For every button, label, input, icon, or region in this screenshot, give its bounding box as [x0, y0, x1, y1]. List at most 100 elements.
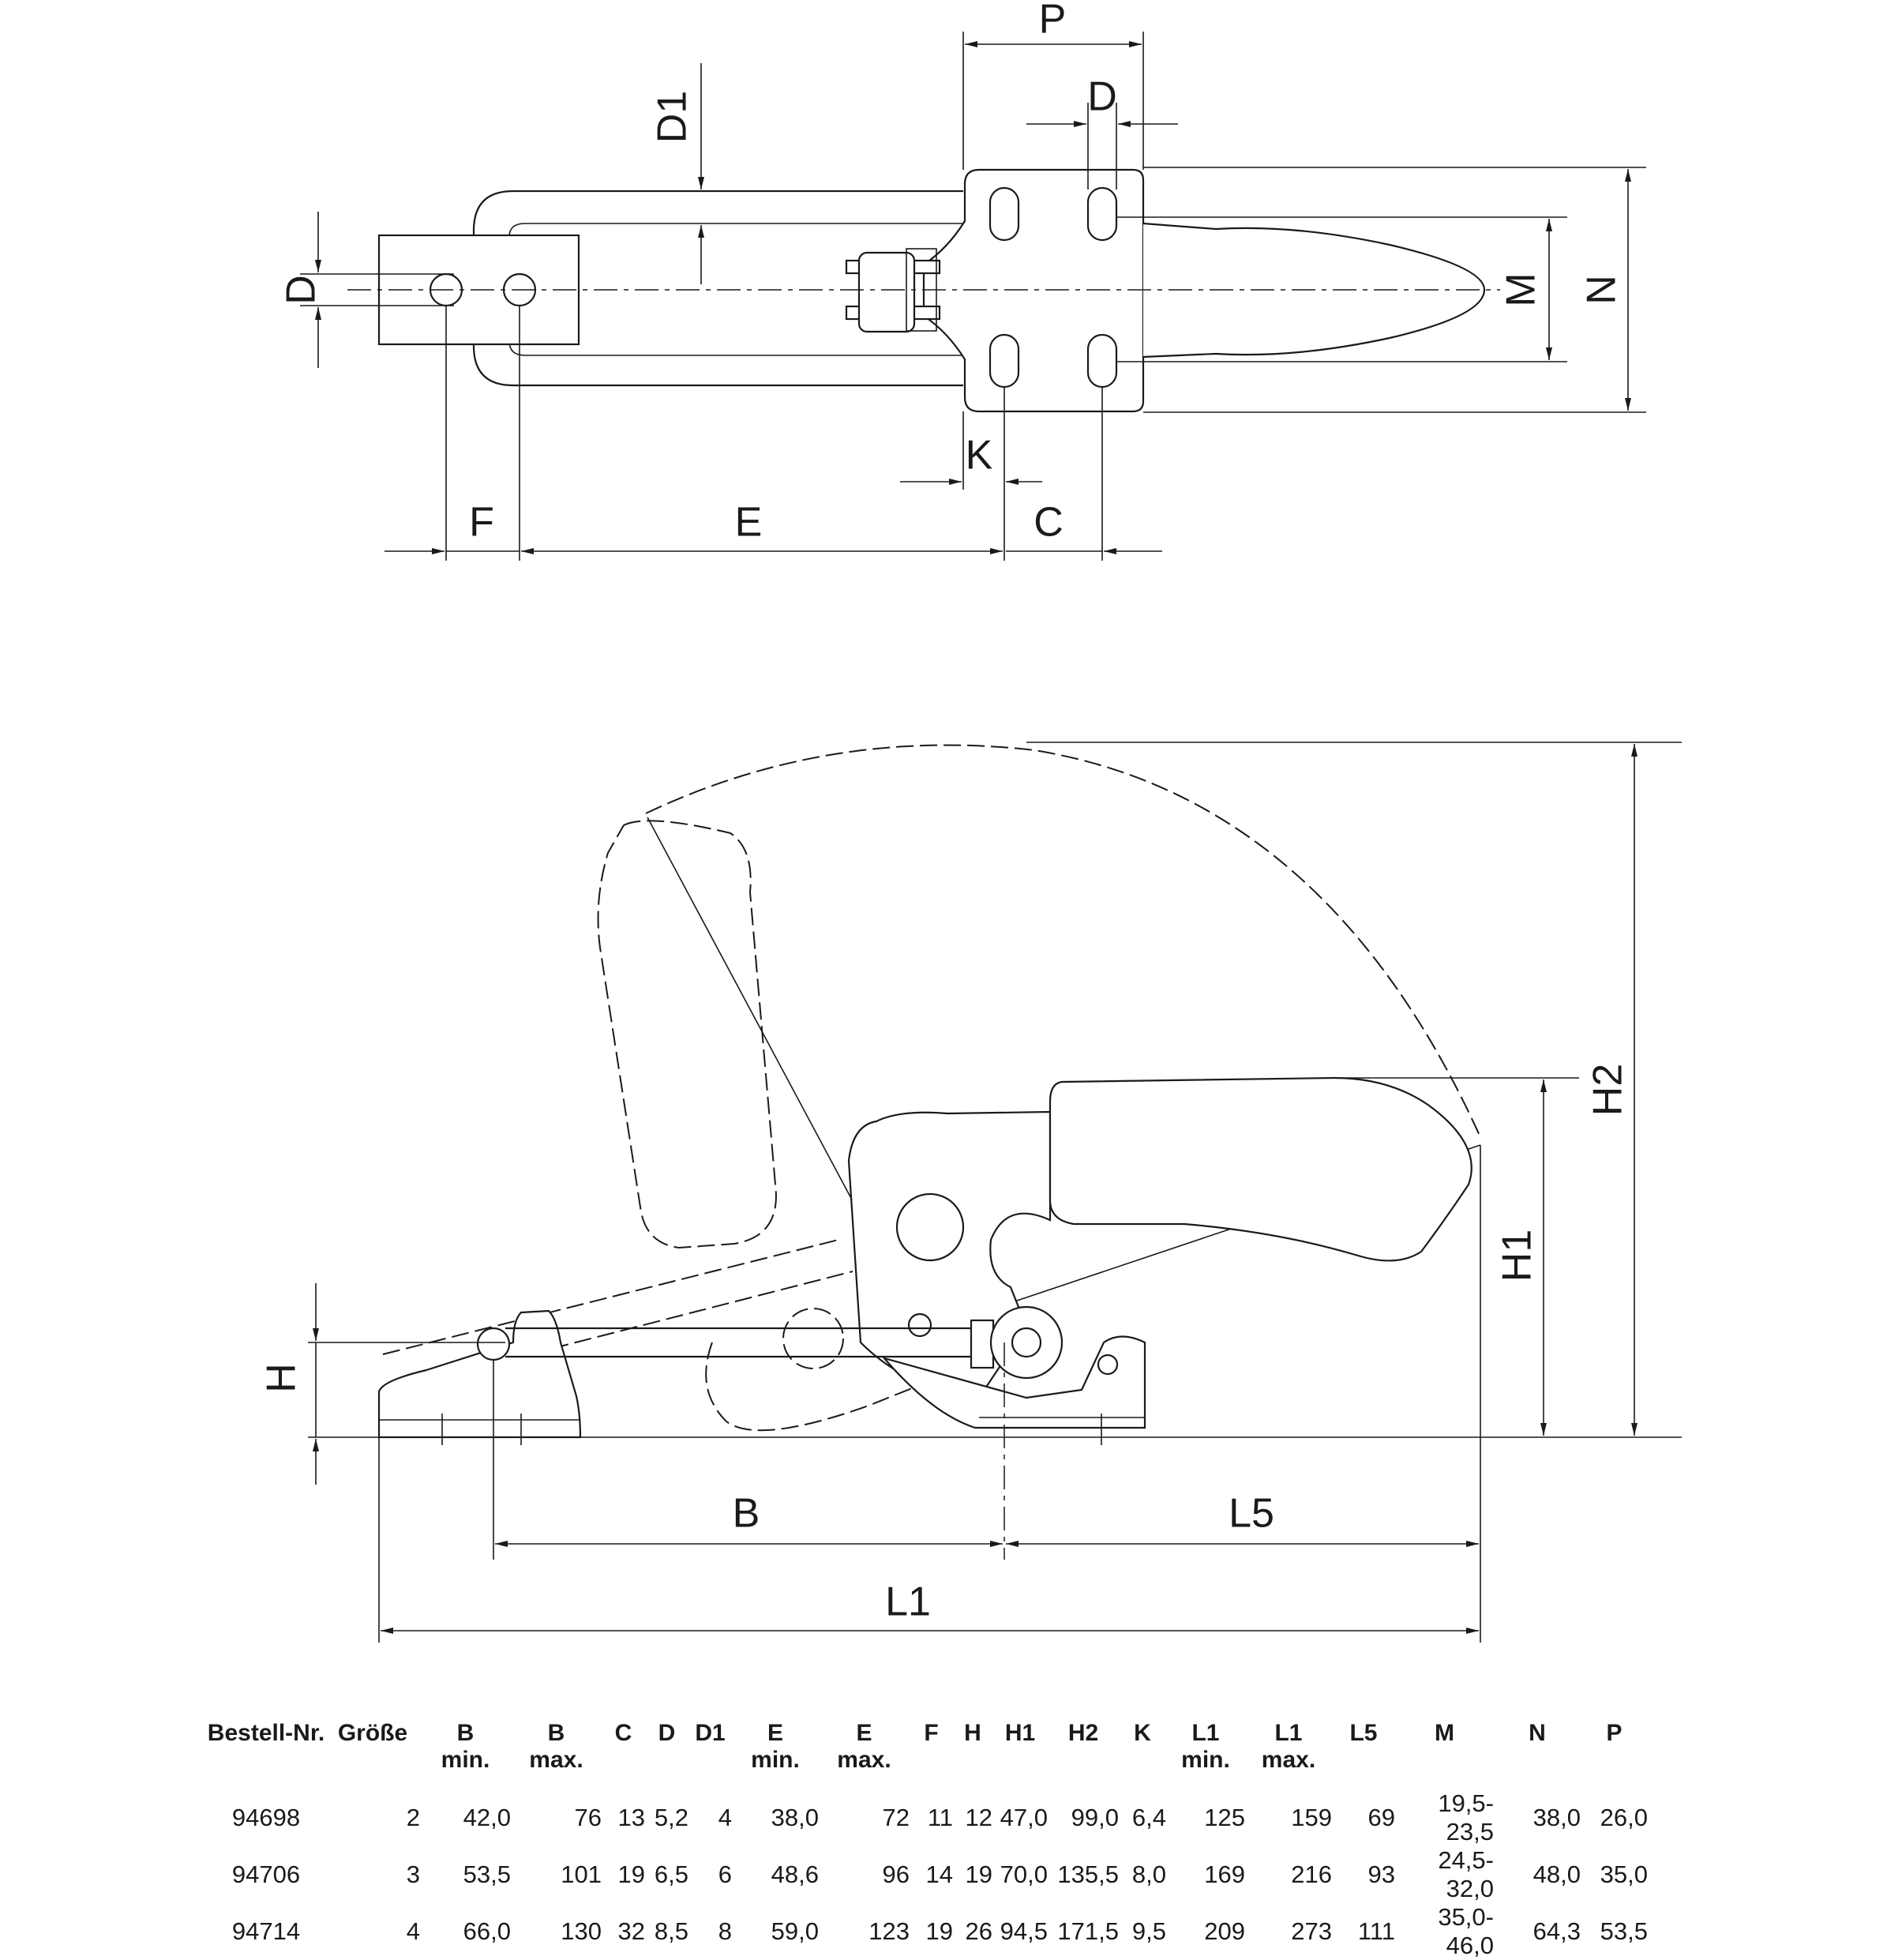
- table-header-cell: D1: [688, 1720, 732, 1789]
- table-cell: 70,0: [1000, 1860, 1048, 1888]
- header-main-label: E: [767, 1720, 783, 1746]
- header-main-label: N: [1529, 1720, 1546, 1746]
- table-cell: 14: [925, 1860, 953, 1888]
- table-cell: 3: [406, 1860, 420, 1888]
- closed-handle: [1049, 1076, 1472, 1262]
- table-cell: 216: [1291, 1860, 1332, 1888]
- table-cell: 159: [1291, 1804, 1332, 1831]
- header-sub-label: max.: [529, 1747, 583, 1773]
- table-cell: 19: [925, 1917, 953, 1945]
- table-cell: 35,0: [1600, 1860, 1648, 1888]
- open-handle: [597, 820, 777, 1249]
- header-main-label: H2: [1067, 1720, 1099, 1746]
- header-main-label: F: [924, 1720, 939, 1746]
- table-cell: 26,0: [1600, 1804, 1648, 1831]
- header-main-label: B: [456, 1720, 475, 1746]
- table-cell: 101: [561, 1860, 602, 1888]
- table-header-cell: M: [1395, 1720, 1494, 1789]
- table-cell: 32: [617, 1917, 645, 1945]
- label-p: P: [1039, 0, 1067, 43]
- table-cell: 8,0: [1131, 1860, 1166, 1888]
- label-h: H: [259, 1363, 305, 1393]
- label-h2: H2: [1585, 1064, 1631, 1116]
- table-cell: 64,3: [1532, 1917, 1581, 1945]
- table-cell: 99,0: [1071, 1804, 1119, 1831]
- table-header-cell: F: [910, 1720, 953, 1789]
- table-cell: 209: [1204, 1917, 1245, 1945]
- label-e: E: [735, 500, 763, 546]
- table-cell: 42,0: [463, 1804, 511, 1831]
- table-header-cell: C: [602, 1720, 645, 1789]
- header-sub-label: min.: [751, 1747, 800, 1773]
- table-header-cell: H2: [1048, 1720, 1119, 1789]
- table-cell: 273: [1291, 1917, 1332, 1945]
- header-main-label: E: [856, 1720, 872, 1746]
- table-cell: 169: [1204, 1860, 1245, 1888]
- table-cell: 6,5: [654, 1860, 688, 1888]
- table-cell: 26: [965, 1917, 992, 1945]
- header-main-label: P: [1606, 1720, 1623, 1746]
- open-lever: [705, 1342, 944, 1432]
- header-main-label: D: [658, 1720, 676, 1746]
- label-n: N: [1579, 275, 1625, 305]
- label-l1: L1: [885, 1579, 931, 1625]
- table-cell: 13: [617, 1804, 645, 1831]
- top-view: D D1 P D M N K: [279, 0, 1646, 561]
- header-main-label: K: [1134, 1720, 1151, 1746]
- base-plate-side: [881, 1335, 1146, 1429]
- header-sub-label: max.: [1261, 1747, 1316, 1773]
- table-header-cell: K: [1119, 1720, 1166, 1789]
- table-cell: 8: [718, 1917, 732, 1945]
- table-header-cell: H: [953, 1720, 992, 1789]
- swing-arc: [645, 744, 1481, 1138]
- table-header-cell: D: [645, 1720, 688, 1789]
- table-cell: 94714: [231, 1917, 301, 1945]
- table-cell: 19,5-23,5: [1438, 1789, 1494, 1845]
- base-plate: [922, 168, 1145, 413]
- table-cell: 123: [868, 1917, 910, 1945]
- header-main-label: C: [614, 1720, 632, 1746]
- header-main-label: Größe: [337, 1720, 408, 1746]
- header-main-label: H: [964, 1720, 981, 1746]
- table-cell: 53,5: [1600, 1917, 1648, 1945]
- table-cell: 93: [1367, 1860, 1395, 1888]
- table-header-cell: Größe: [325, 1720, 420, 1789]
- rod-nut: [970, 1319, 995, 1369]
- table-cell: 5,2: [654, 1804, 688, 1831]
- table-cell: 6,4: [1131, 1804, 1166, 1831]
- table-cell: 111: [1357, 1917, 1395, 1945]
- rod-eye-inner: [1011, 1327, 1042, 1358]
- table-cell: 135,5: [1057, 1860, 1119, 1888]
- hook-side: [377, 1309, 582, 1439]
- table-cell: 11: [927, 1804, 953, 1831]
- table-header-cell: H1: [992, 1720, 1048, 1789]
- table-cell: 66,0: [463, 1917, 511, 1945]
- hook-pin: [476, 1327, 511, 1361]
- label-b: B: [733, 1491, 760, 1537]
- table-cell: 94698: [231, 1804, 301, 1831]
- slot-1: [989, 186, 1020, 242]
- table-cell: 19: [617, 1860, 645, 1888]
- label-m: M: [1499, 272, 1544, 306]
- table-cell: 53,5: [463, 1860, 511, 1888]
- pivot-2: [907, 1312, 932, 1338]
- table-cell: 19: [965, 1860, 992, 1888]
- header-main-label: B: [547, 1720, 565, 1746]
- label-d-top: D: [1087, 74, 1117, 120]
- table-cell: 38,0: [1532, 1804, 1581, 1831]
- header-main-label: M: [1435, 1720, 1454, 1746]
- open-pivot: [782, 1308, 844, 1369]
- table-cell: 24,5-32,0: [1438, 1846, 1494, 1902]
- table-cell: 76: [574, 1804, 602, 1831]
